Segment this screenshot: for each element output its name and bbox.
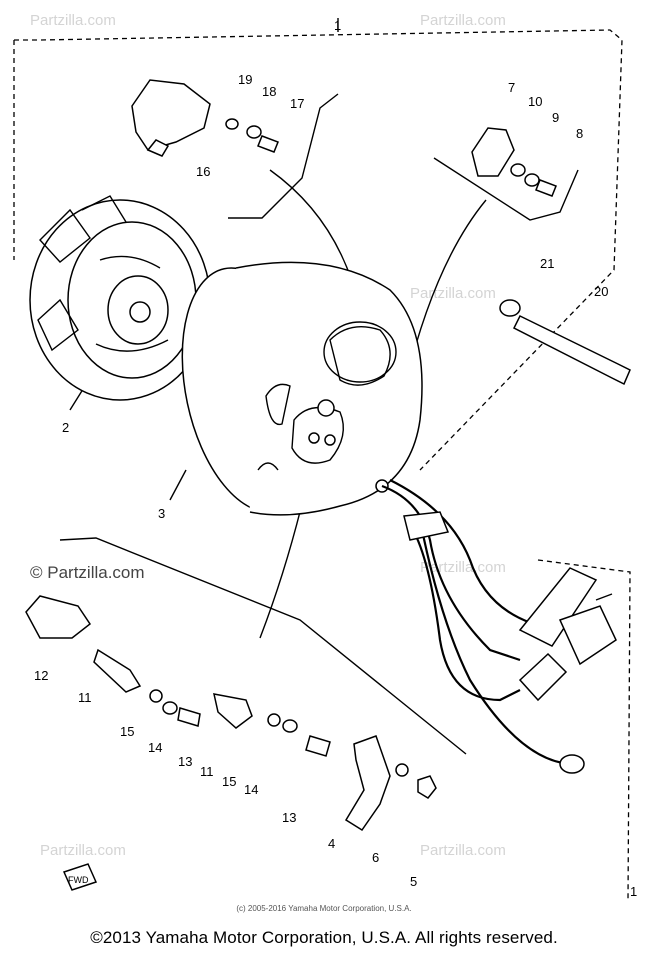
- callout-4: 4: [328, 836, 335, 851]
- copyright-notice: ©2013 Yamaha Motor Corporation, U.S.A. A…: [90, 928, 558, 947]
- callout-18: 18: [262, 84, 276, 99]
- watermark: Partzilla.com: [410, 285, 496, 302]
- callout-1: 1: [334, 18, 341, 33]
- flywheel-rotor: [29, 195, 211, 401]
- fwd-marker: FWD: [62, 863, 98, 891]
- callout-11: 11: [78, 690, 92, 705]
- watermark: Partzilla.com: [30, 12, 116, 29]
- watermark: Partzilla.com: [40, 842, 126, 859]
- callout-11: 11: [200, 764, 214, 779]
- group-bracket-7: [433, 157, 579, 221]
- stator-housing: [181, 261, 423, 516]
- bolt-20: [499, 299, 631, 386]
- callout-8: 8: [576, 126, 583, 141]
- wiring-harness: [381, 479, 617, 774]
- callout-17: 17: [290, 96, 304, 111]
- callouts: 1 2 3 4 5 6 7 8 9 10 11 11 12 13 13 14 1…: [34, 18, 637, 899]
- watermark-prominent: © Partzilla.com: [30, 563, 145, 582]
- callout-9: 9: [552, 110, 559, 125]
- small-copyright: (c) 2005-2016 Yamaha Motor Corporation, …: [236, 904, 412, 913]
- callout-21: 21: [540, 256, 554, 271]
- group-bracket-12: [59, 537, 467, 755]
- callout-10: 10: [528, 94, 542, 109]
- callout-2: 2: [62, 420, 69, 435]
- callout-15: 15: [222, 774, 236, 789]
- callout-12: 12: [34, 668, 48, 683]
- bracket-7: [471, 127, 557, 197]
- callout-5: 5: [410, 874, 417, 889]
- group-bracket-16: [228, 93, 339, 219]
- assembly-boundary: [13, 18, 631, 901]
- fwd-label: FWD: [68, 875, 89, 885]
- callout-14: 14: [148, 740, 162, 755]
- watermark: Partzilla.com: [420, 12, 506, 29]
- callout-15: 15: [120, 724, 134, 739]
- callout-19: 19: [238, 72, 252, 87]
- pickup-coil-16: [131, 79, 279, 157]
- watermark: Partzilla.com: [420, 842, 506, 859]
- callout-16: 16: [196, 164, 210, 179]
- contact-points-12: [25, 595, 331, 757]
- callout-13: 13: [178, 754, 192, 769]
- callout-20: 20: [594, 284, 608, 299]
- callout-1-bottom: 1: [630, 884, 637, 899]
- callout-13: 13: [282, 810, 296, 825]
- callout-3: 3: [158, 506, 165, 521]
- watermark: Partzilla.com: [420, 559, 506, 576]
- callout-6: 6: [372, 850, 379, 865]
- callout-14: 14: [244, 782, 258, 797]
- callout-7: 7: [508, 80, 515, 95]
- cover-plate-4: [344, 735, 437, 832]
